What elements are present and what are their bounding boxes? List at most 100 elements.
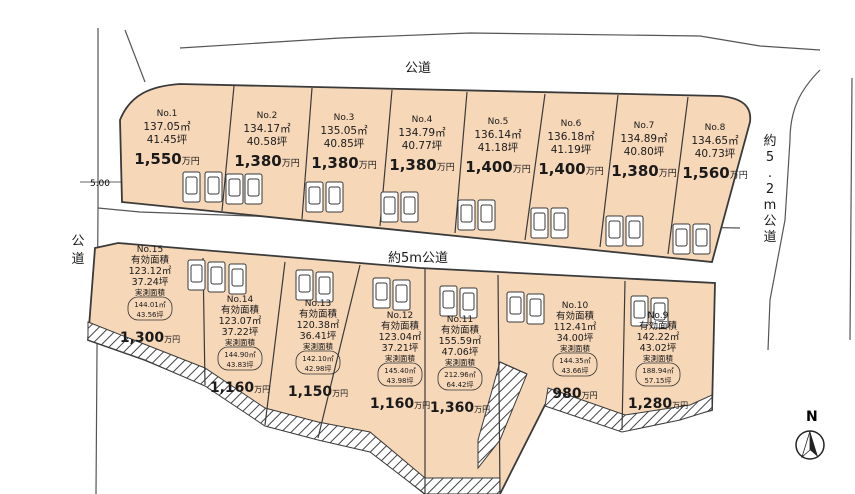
lot-price: 1,550万円 (134, 150, 199, 168)
effective-area-m2: 123.04㎡ (379, 332, 422, 343)
lot-area-m2: 134.65㎡ (691, 135, 739, 147)
lot-price: 1,360万円 (430, 400, 490, 416)
effective-area-tsubo: 36.41坪 (300, 330, 337, 342)
measured-area-label: 実測面積 (643, 353, 673, 363)
lot-area-tsubo: 40.85坪 (324, 137, 365, 150)
parking-space (372, 277, 391, 309)
south-lot-9[interactable]: No.9有効面積142.22㎡43.02坪実測面積188.94㎡57.15坪1,… (628, 311, 688, 412)
lot-number: No.9 (648, 311, 669, 321)
measured-area-m2: 142.10㎡ (302, 355, 334, 363)
effective-area-m2: 123.07㎡ (219, 316, 262, 327)
lot-price: 1,560万円 (682, 164, 747, 182)
lot-number: No.3 (334, 113, 355, 123)
measured-area-box (437, 366, 483, 391)
road-label-middle: 約5m公道 (388, 251, 448, 266)
lot-number: No.13 (305, 299, 331, 309)
parking-space (459, 287, 478, 319)
hatched-strips (87, 321, 713, 494)
parking-space (625, 215, 644, 247)
lot-price: 1,280万円 (628, 396, 688, 412)
svg-text:5.00: 5.00 (90, 179, 110, 189)
effective-area-label: 有効面積 (441, 324, 480, 336)
north-arrow-icon: N (795, 409, 825, 460)
parking-space (392, 279, 411, 311)
lot-number: No.5 (488, 117, 509, 127)
lot-area-tsubo: 41.19坪 (551, 143, 592, 156)
lot-price: 1,380万円 (311, 154, 376, 172)
effective-area-label: 有効面積 (299, 308, 338, 320)
lot-number: No.1 (157, 109, 178, 119)
lot-price: 1,160万円 (210, 380, 270, 396)
south-lot-11[interactable]: No.11有効面積155.59㎡47.06坪実測面積212.96㎡64.42坪1… (430, 315, 490, 416)
road-label-left: 公道 (71, 234, 84, 267)
south-lot-labels: No.15有効面積123.12㎡37.24坪実測面積144.01㎡43.56坪1… (120, 245, 688, 416)
lot-area-tsubo: 40.58坪 (247, 135, 288, 148)
parking-space (305, 181, 324, 213)
parking-space (506, 291, 525, 323)
measured-area-m2: 144.90㎡ (224, 351, 256, 359)
lot-area-m2: 134.89㎡ (620, 133, 668, 145)
measured-area-m2: 145.40㎡ (384, 367, 416, 375)
measured-area-tsubo: 57.15坪 (644, 377, 671, 385)
lot-number: No.14 (227, 295, 254, 305)
parking-space (672, 223, 691, 255)
lot-price: 1,380万円 (611, 162, 676, 180)
parking-space (439, 285, 458, 317)
measured-area-tsubo: 43.66坪 (561, 367, 588, 375)
parking-space (692, 223, 711, 255)
effective-area-tsubo: 37.22坪 (222, 326, 259, 338)
effective-area-label: 有効面積 (381, 320, 420, 332)
south-lot-14[interactable]: No.14有効面積123.07㎡37.22坪実測面積144.90㎡43.83坪1… (210, 295, 270, 396)
parking-space (526, 293, 545, 325)
lot-area-m2: 134.17㎡ (243, 123, 291, 135)
measured-area-tsubo: 43.98坪 (386, 377, 413, 385)
parking-space (477, 199, 496, 231)
measured-area-m2: 144.01㎡ (134, 301, 166, 309)
parking-space (295, 269, 314, 301)
lot-price: 980万円 (552, 386, 597, 402)
parking-space (550, 207, 569, 239)
parking-space (182, 171, 201, 203)
effective-area-label: 有効面積 (221, 304, 260, 316)
parking-space (530, 207, 549, 239)
measured-area-tsubo: 43.56坪 (136, 311, 163, 319)
effective-area-m2: 120.38㎡ (297, 320, 340, 331)
lot-number: No.4 (412, 115, 433, 125)
measured-area-m2: 188.94㎡ (642, 367, 674, 375)
lot-area-tsubo: 40.77坪 (402, 139, 443, 152)
lot-price: 1,400万円 (465, 158, 530, 176)
effective-area-label: 有効面積 (556, 310, 595, 322)
lot-area-m2: 135.05㎡ (320, 125, 368, 137)
parking-space (605, 215, 624, 247)
measured-area-label: 実測面積 (560, 343, 590, 353)
svg-text:N: N (806, 409, 818, 425)
south-lot-13[interactable]: No.13有効面積120.38㎡36.41坪実測面積142.10㎡42.98坪1… (288, 299, 348, 400)
effective-area-m2: 123.12㎡ (129, 266, 172, 277)
parking-spaces (182, 171, 711, 329)
lot-price: 1,160万円 (370, 396, 430, 412)
effective-area-label: 有効面積 (131, 254, 170, 266)
south-lot-12[interactable]: No.12有効面積123.04㎡37.21坪実測面積145.40㎡43.98坪1… (370, 311, 430, 412)
measured-area-box (635, 362, 681, 387)
lot-number: No.6 (561, 119, 582, 129)
measured-area-label: 実測面積 (445, 357, 475, 367)
lot-area-m2: 136.18㎡ (547, 131, 595, 143)
parking-space (244, 173, 263, 205)
measured-area-label: 実測面積 (303, 341, 333, 351)
lot-price: 1,300万円 (120, 330, 180, 346)
effective-area-tsubo: 43.02坪 (640, 342, 677, 354)
measured-area-m2: 144.35㎡ (559, 357, 591, 365)
south-lot-10[interactable]: No.10有効面積112.41㎡34.00坪実測面積144.35㎡43.66坪9… (552, 301, 597, 402)
south-lot-15[interactable]: No.15有効面積123.12㎡37.24坪実測面積144.01㎡43.56坪1… (120, 245, 180, 346)
road-label-top: 公道 (405, 61, 431, 76)
lot-area-tsubo: 40.73坪 (695, 147, 736, 160)
